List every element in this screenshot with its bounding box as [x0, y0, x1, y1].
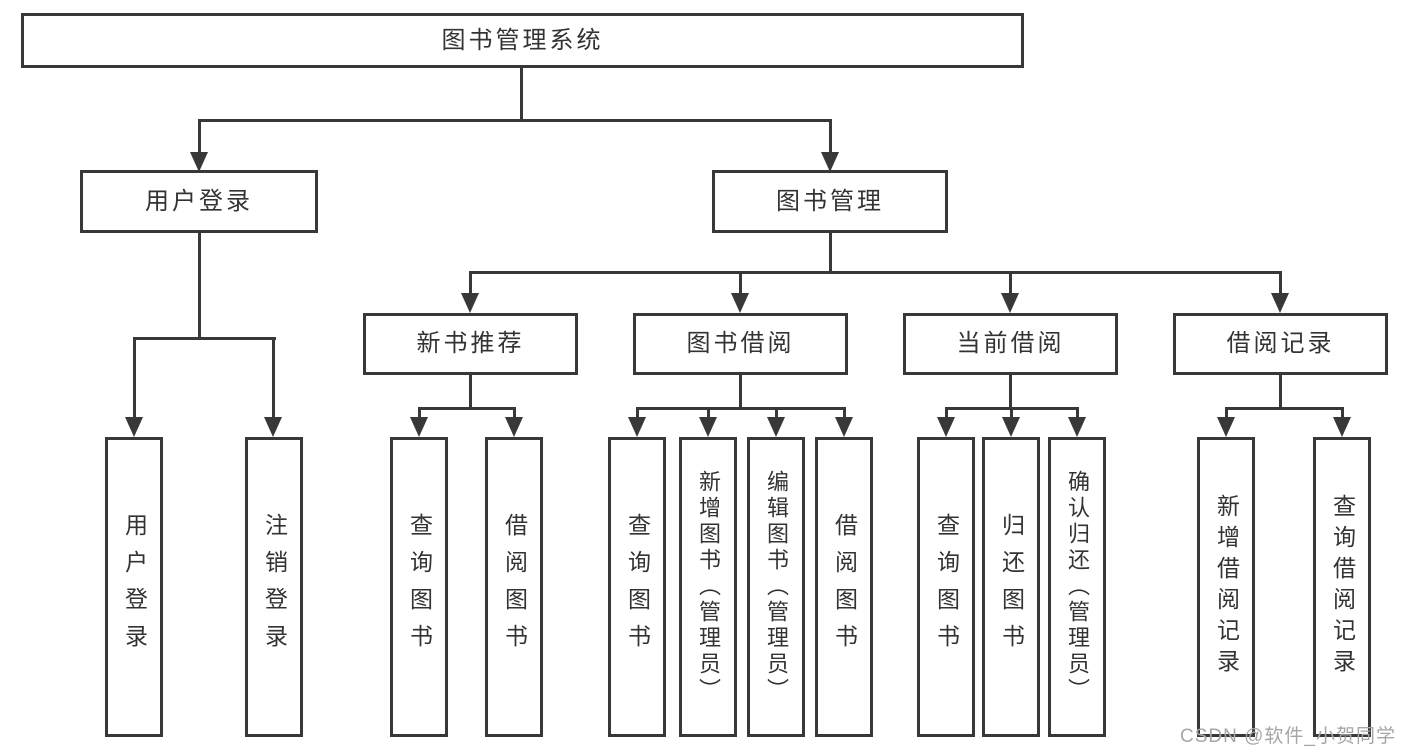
connector-line — [636, 407, 639, 418]
leaf-node-edit-book-admin-label: 编辑图书（管理员） — [764, 470, 789, 704]
connector-line — [1279, 375, 1282, 407]
leaf-node-confirm-return-admin: 确认归还（管理员） — [1048, 437, 1106, 737]
connector-line — [513, 407, 516, 418]
connector-line — [133, 337, 276, 340]
root-node-library-system: 图书管理系统 — [21, 13, 1024, 68]
arrow-down-icon — [835, 417, 853, 437]
arrow-down-icon — [1001, 293, 1019, 313]
node-user-login-label: 用户登录 — [145, 187, 253, 215]
leaf-node-query-books-current: 查询图书 — [917, 437, 975, 737]
connector-line — [945, 407, 948, 418]
arrow-down-icon — [505, 417, 523, 437]
arrow-down-icon — [1068, 417, 1086, 437]
leaf-node-add-borrow-record: 新增借阅记录 — [1197, 437, 1255, 737]
leaf-node-add-book-admin-label: 新增图书（管理员） — [696, 470, 721, 704]
leaf-node-borrow-books-2-label: 借阅图书 — [831, 513, 858, 661]
node-borrow-records-label: 借阅记录 — [1226, 330, 1335, 357]
leaf-node-query-books-recommend-label: 查询图书 — [406, 513, 433, 661]
connector-line — [469, 375, 472, 407]
leaf-node-query-books-borrow: 查询图书 — [608, 437, 666, 737]
leaf-node-borrow-books-2: 借阅图书 — [815, 437, 873, 737]
connector-line — [1279, 271, 1282, 294]
arrow-down-icon — [1333, 417, 1351, 437]
connector-line — [1010, 407, 1013, 418]
leaf-node-borrow-books-recommend-label: 借阅图书 — [501, 513, 528, 661]
connector-line — [133, 337, 136, 418]
arrow-down-icon — [410, 417, 428, 437]
arrow-down-icon — [767, 417, 785, 437]
arrow-down-icon — [461, 293, 479, 313]
connector-line — [198, 119, 832, 122]
connector-line — [272, 337, 275, 418]
node-book-borrow: 图书借阅 — [633, 313, 848, 375]
leaf-node-user-login-label: 用户登录 — [121, 513, 148, 661]
node-book-borrow-label: 图书借阅 — [686, 330, 795, 357]
arrow-down-icon — [628, 417, 646, 437]
connector-line — [829, 119, 832, 153]
leaf-node-borrow-books-recommend: 借阅图书 — [485, 437, 543, 737]
node-current-borrow-label: 当前借阅 — [956, 330, 1065, 357]
arrow-down-icon — [1217, 417, 1235, 437]
arrow-down-icon — [1271, 293, 1289, 313]
connector-line — [418, 407, 516, 410]
arrow-down-icon — [190, 152, 208, 172]
connector-line — [1225, 407, 1344, 410]
connector-line — [1076, 407, 1079, 418]
connector-line — [1225, 407, 1228, 418]
connector-line — [1341, 407, 1344, 418]
arrow-down-icon — [937, 417, 955, 437]
leaf-node-logout-label: 注销登录 — [261, 513, 288, 661]
connector-line — [739, 375, 742, 407]
leaf-node-edit-book-admin: 编辑图书（管理员） — [747, 437, 805, 737]
connector-line — [520, 68, 523, 119]
leaf-node-query-books-recommend: 查询图书 — [390, 437, 448, 737]
connector-line — [198, 119, 201, 153]
connector-line — [198, 233, 201, 337]
node-current-borrow: 当前借阅 — [903, 313, 1118, 375]
leaf-node-confirm-return-admin-label: 确认归还（管理员） — [1065, 470, 1090, 704]
leaf-node-add-book-admin: 新增图书（管理员） — [679, 437, 737, 737]
node-book-management-label: 图书管理 — [776, 187, 884, 215]
arrow-down-icon — [1002, 417, 1020, 437]
leaf-node-return-book: 归还图书 — [982, 437, 1040, 737]
node-new-book-recommend: 新书推荐 — [363, 313, 578, 375]
arrow-down-icon — [264, 417, 282, 437]
arrow-down-icon — [699, 417, 717, 437]
connector-line — [843, 407, 846, 418]
connector-line — [418, 407, 421, 418]
leaf-node-query-borrow-record-label: 查询借阅记录 — [1329, 494, 1356, 680]
connector-line — [636, 407, 846, 410]
csdn-watermark: CSDN @软件_小贺同学 — [1180, 726, 1396, 747]
connector-line — [739, 271, 742, 294]
connector-line — [1009, 271, 1012, 294]
leaf-node-logout: 注销登录 — [245, 437, 303, 737]
connector-line — [775, 407, 778, 418]
connector-line — [829, 233, 832, 271]
connector-line — [469, 271, 1282, 274]
root-node-label: 图书管理系统 — [441, 26, 604, 54]
leaf-node-query-books-current-label: 查询图书 — [933, 513, 960, 661]
arrow-down-icon — [821, 152, 839, 172]
arrow-down-icon — [731, 293, 749, 313]
connector-line — [1009, 375, 1012, 407]
leaf-node-query-books-borrow-label: 查询图书 — [624, 513, 651, 661]
node-new-book-recommend-label: 新书推荐 — [416, 330, 525, 357]
node-book-management: 图书管理 — [712, 170, 948, 233]
connector-line — [707, 407, 710, 418]
leaf-node-add-borrow-record-label: 新增借阅记录 — [1213, 494, 1240, 680]
leaf-node-user-login: 用户登录 — [105, 437, 163, 737]
leaf-node-query-borrow-record: 查询借阅记录 — [1313, 437, 1371, 737]
arrow-down-icon — [125, 417, 143, 437]
node-borrow-records: 借阅记录 — [1173, 313, 1388, 375]
connector-line — [469, 271, 472, 294]
node-user-login: 用户登录 — [80, 170, 318, 233]
leaf-node-return-book-label: 归还图书 — [998, 513, 1025, 661]
